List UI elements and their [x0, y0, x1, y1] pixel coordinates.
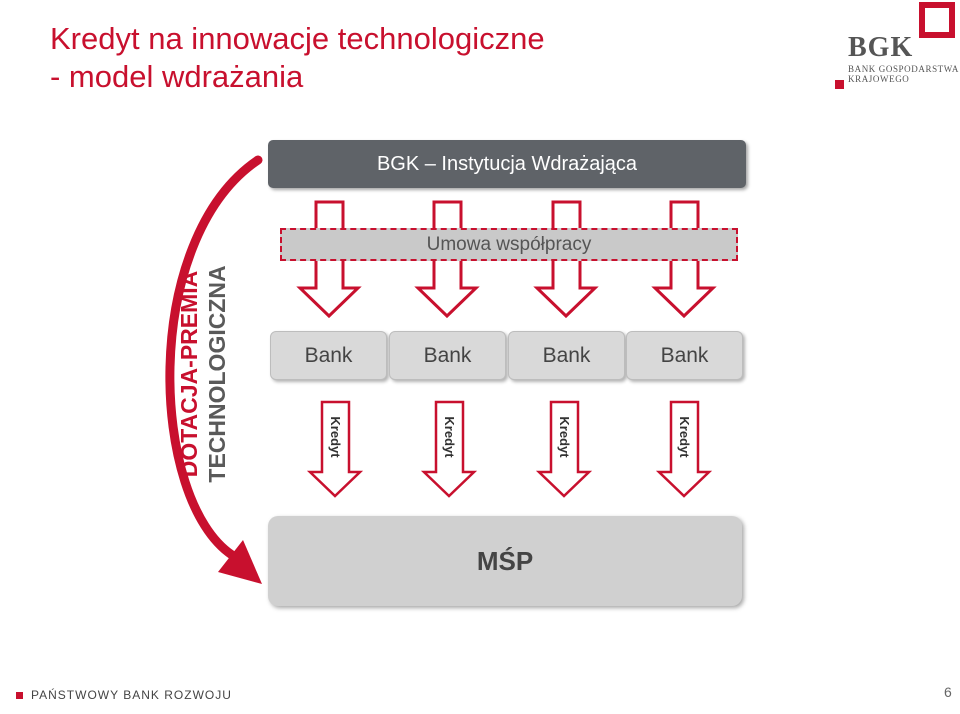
target-box: MŚP: [268, 516, 742, 606]
title-line-2: - model wdrażania: [50, 59, 304, 94]
side-label-line-1: DOTACJA-PREMIA: [176, 270, 202, 478]
logo-square-icon: [919, 2, 955, 38]
bank-box-3: Bank: [508, 331, 625, 380]
curved-arrow-head-icon: [218, 540, 262, 584]
logo-small-square-icon: [835, 80, 844, 89]
logo-subtitle: BANK GOSPODARSTWA KRAJOWEGO: [848, 64, 960, 84]
side-label-line-2: TECHNOLOGICZNA: [204, 265, 230, 483]
agreement-box: Umowa współpracy: [280, 228, 738, 261]
credit-arrow-icon-4: [655, 400, 713, 498]
footer-org: PAŃSTWOWY BANK ROZWOJU: [16, 688, 232, 702]
credit-arrow-icon-2: [420, 400, 478, 498]
page-number: 6: [944, 684, 952, 700]
credit-arrow-icon-1: [306, 400, 364, 498]
logo-subtitle-line-1: BANK GOSPODARSTWA: [848, 64, 959, 74]
bank-box-1: Bank: [270, 331, 387, 380]
credit-arrow-icon-3: [535, 400, 593, 498]
bank-box-4: Bank: [626, 331, 743, 380]
credit-label-3: Kredyt: [557, 416, 572, 458]
logo-text: BGK: [848, 32, 914, 63]
credit-label-1: Kredyt: [328, 416, 343, 458]
curved-arrow-shaft: [165, 155, 263, 560]
footer-square-icon: [16, 692, 23, 700]
credit-label-4: Kredyt: [677, 416, 692, 458]
credit-label-2: Kredyt: [442, 416, 457, 458]
bank-box-2: Bank: [389, 331, 506, 380]
logo-subtitle-line-2: KRAJOWEGO: [848, 74, 910, 84]
slide-title: Kredyt na innowacje technologiczne - mod…: [50, 20, 545, 96]
institution-box: BGK – Instytucja Wdrażająca: [268, 140, 746, 188]
bgk-logo: BGK BANK GOSPODARSTWA KRAJOWEGO: [835, 0, 958, 92]
footer-org-text: PAŃSTWOWY BANK ROZWOJU: [31, 688, 232, 702]
title-line-1: Kredyt na innowacje technologiczne: [50, 21, 545, 56]
